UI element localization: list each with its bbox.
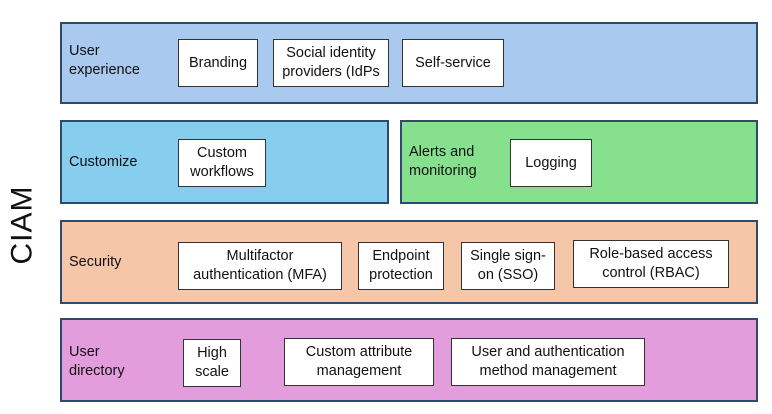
box-branding: Branding — [178, 39, 258, 87]
box-user-and-authentication-method-management: User and authentication method managemen… — [451, 338, 645, 386]
band-label-user-experience: User experience — [69, 43, 140, 78]
box-role-based-access-control: Role-based access control (RBAC) — [573, 240, 729, 288]
box-self-service: Self-service — [402, 39, 504, 87]
band-user-directory: User directory High scale Custom attribu… — [60, 318, 758, 402]
band-label-alerts-and-monitoring: Alerts and monitoring — [409, 144, 477, 179]
box-logging: Logging — [510, 139, 592, 187]
box-high-scale: High scale — [183, 339, 241, 387]
ciam-title-text: CIAM — [5, 185, 38, 265]
band-security: Security Multifactor authentication (MFA… — [60, 220, 758, 304]
band-label-customize: Customize — [69, 154, 138, 170]
box-custom-attribute-management: Custom attribute management — [284, 338, 434, 386]
box-social-identity-providers: Social identity providers (IdPs — [273, 39, 389, 87]
box-multifactor-authentication: Multifactor authentication (MFA) — [178, 242, 342, 290]
band-customize: Customize Custom workflows — [60, 120, 389, 204]
band-label-security: Security — [69, 254, 122, 270]
band-alerts-and-monitoring: Alerts and monitoring Logging — [400, 120, 758, 204]
ciam-vertical-title: CIAM — [2, 150, 42, 300]
box-endpoint-protection: Endpoint protection — [358, 242, 444, 290]
box-single-sign-on: Single sign- on (SSO) — [461, 242, 555, 290]
band-label-user-directory: User directory — [69, 344, 125, 379]
band-user-experience: User experience Branding Social identity… — [60, 22, 758, 104]
box-custom-workflows: Custom workflows — [178, 139, 266, 187]
